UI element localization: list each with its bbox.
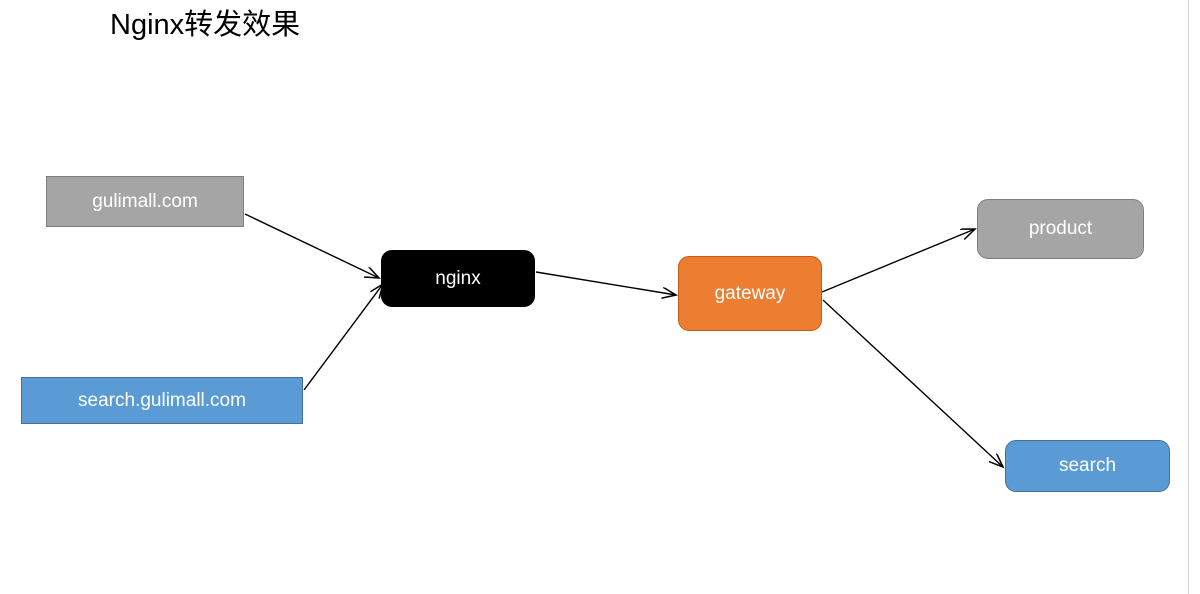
node-label-nginx: nginx [435,267,481,289]
node-label-product: product [1028,218,1093,239]
node-product[interactable]: product [977,199,1144,259]
node-label-gateway: gateway [714,282,786,304]
page-title: Nginx转发效果 [110,9,301,41]
node-nginx[interactable]: nginx [381,250,535,307]
node-search-domain[interactable]: search.gulimall.com [21,377,303,424]
connector-gulimall-to-nginx [244,213,379,278]
connector-gateway-to-search [822,299,1003,467]
node-label-gulimall: gulimall.com [92,190,198,212]
connector-nginx-to-gateway [535,271,676,295]
node-gulimall[interactable]: gulimall.com [46,176,244,227]
connector-searchdomain-to-nginx [303,284,383,391]
node-search[interactable]: search [1005,440,1170,492]
node-gateway[interactable]: gateway [678,256,822,331]
connector-group [244,213,1003,467]
node-label-search: search [1058,455,1117,476]
page-right-edge [1188,0,1189,594]
node-label-search-domain: search.gulimall.com [78,389,246,411]
page-margin [1189,0,1200,594]
connector-gateway-to-product [821,229,975,293]
